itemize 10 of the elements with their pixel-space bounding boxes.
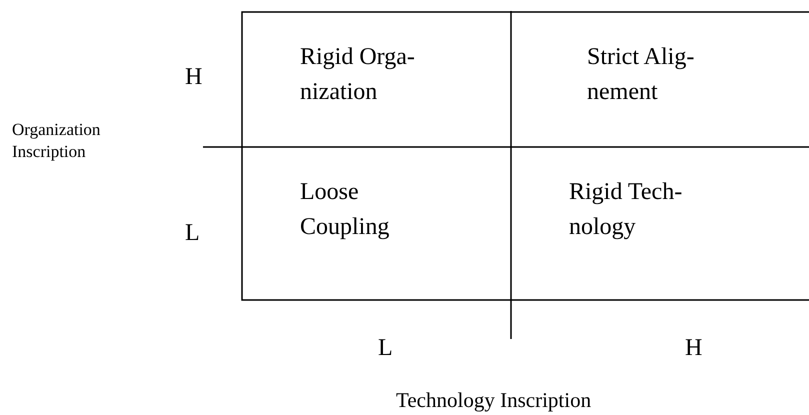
axis-level-label: L bbox=[185, 219, 200, 248]
axis-level-label: L bbox=[378, 334, 393, 363]
quadrant-label: Loose Coupling bbox=[300, 178, 390, 242]
axis-title: Technology Inscription bbox=[396, 387, 592, 413]
quadrant-label: Strict Alig- nement bbox=[587, 43, 696, 107]
axis-level-label: H bbox=[685, 334, 702, 363]
axis-title: Organization Inscription bbox=[12, 119, 102, 163]
quadrant-label: Rigid Tech- nology bbox=[569, 178, 684, 242]
quadrant-label: Rigid Orga- nization bbox=[300, 43, 416, 107]
axis-level-label: H bbox=[185, 63, 202, 92]
